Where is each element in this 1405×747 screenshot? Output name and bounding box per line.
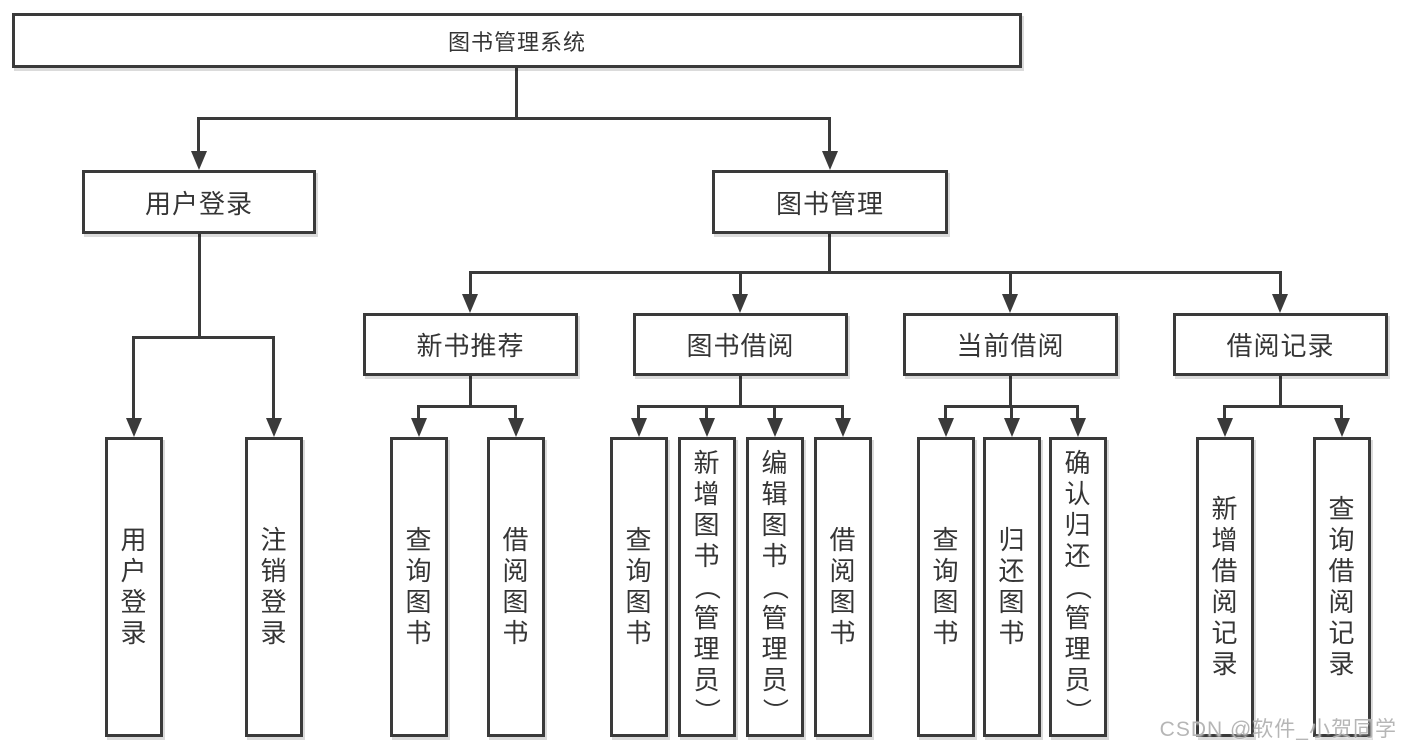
node-book-borrow-label: 图书借阅 (686, 331, 795, 361)
arrow-down-icon (126, 418, 142, 437)
leaf-query-borrow-record-label: 查询借阅记录 (1328, 494, 1356, 679)
connector-line (469, 271, 1282, 274)
connector-line (417, 405, 517, 408)
connector-line (1223, 405, 1343, 408)
connector-line (515, 68, 518, 119)
arrow-down-icon (462, 294, 478, 313)
leaf-user-login: 用户登录 (105, 437, 163, 737)
connector-line (1010, 405, 1013, 421)
leaf-return-book-label: 归还图书 (998, 525, 1026, 648)
connector-line (739, 375, 742, 407)
leaf-query-books-recommend-label: 查询图书 (405, 525, 433, 648)
arrow-down-icon (835, 418, 851, 437)
leaf-query-books-borrow: 查询图书 (610, 437, 668, 737)
leaf-add-book-admin-label: 新增图书（管理员） (692, 447, 723, 725)
leaf-add-book-admin: 新增图书（管理员） (678, 437, 736, 737)
arrow-down-icon (1002, 294, 1018, 313)
connector-line (944, 405, 947, 421)
node-borrow-records-label: 借阅记录 (1226, 331, 1335, 361)
connector-line (197, 117, 831, 120)
leaf-add-borrow-record: 新增借阅记录 (1196, 437, 1254, 737)
leaf-borrow-books-borrow: 借阅图书 (814, 437, 872, 737)
arrow-down-icon (508, 418, 524, 437)
connector-line (1009, 375, 1012, 407)
leaf-query-books-borrow-label: 查询图书 (625, 525, 653, 648)
connector-line (773, 405, 776, 421)
node-user-login: 用户登录 (82, 170, 316, 234)
connector-line (272, 336, 275, 420)
leaf-borrow-books-borrow-label: 借阅图书 (829, 525, 857, 648)
node-root-label: 图书管理系统 (447, 29, 586, 55)
connector-line (1009, 271, 1012, 297)
node-borrow-records: 借阅记录 (1173, 313, 1388, 376)
arrow-down-icon (1217, 418, 1233, 437)
connector-line (469, 271, 472, 297)
arrow-down-icon (938, 418, 954, 437)
connector-line (841, 405, 844, 421)
leaf-logout-login-label: 注销登录 (260, 525, 288, 648)
leaf-confirm-return-admin-label: 确认归还（管理员） (1063, 447, 1094, 725)
watermark: CSDN @软件_小贺同学 (1159, 718, 1397, 741)
connector-line (132, 336, 135, 420)
leaf-edit-book-admin: 编辑图书（管理员） (746, 437, 804, 737)
arrow-down-icon (699, 418, 715, 437)
arrow-down-icon (732, 294, 748, 313)
leaf-edit-book-admin-label: 编辑图书（管理员） (760, 447, 791, 725)
node-user-login-label: 用户登录 (144, 188, 253, 219)
leaf-return-book: 归还图书 (983, 437, 1041, 737)
arrow-down-icon (631, 418, 647, 437)
node-new-book-recommend-label: 新书推荐 (416, 331, 525, 361)
arrow-down-icon (1070, 418, 1086, 437)
connector-line (1340, 405, 1343, 421)
connector-line (637, 405, 640, 421)
arrow-down-icon (411, 418, 427, 437)
connector-line (828, 117, 831, 155)
arrow-down-icon (1272, 294, 1288, 313)
leaf-query-borrow-record: 查询借阅记录 (1313, 437, 1371, 737)
connector-line (417, 405, 420, 421)
connector-line (1223, 405, 1226, 421)
node-book-borrow: 图书借阅 (633, 313, 848, 376)
connector-line (198, 233, 201, 337)
arrow-down-icon (1334, 418, 1350, 437)
connector-line (739, 271, 742, 297)
node-current-borrow: 当前借阅 (903, 313, 1118, 376)
node-book-management-label: 图书管理 (775, 188, 884, 219)
arrow-down-icon (191, 151, 207, 170)
connector-line (514, 405, 517, 421)
arrow-down-icon (767, 418, 783, 437)
leaf-borrow-books-recommend: 借阅图书 (487, 437, 545, 737)
leaf-query-books-current-label: 查询图书 (932, 525, 960, 648)
connector-line (1279, 271, 1282, 297)
connector-line (1076, 405, 1079, 421)
arrow-down-icon (822, 151, 838, 170)
leaf-user-login-label: 用户登录 (120, 525, 148, 648)
connector-line (1279, 375, 1282, 407)
connector-line (828, 233, 831, 273)
node-root: 图书管理系统 (12, 13, 1022, 68)
node-new-book-recommend: 新书推荐 (363, 313, 578, 376)
leaf-query-books-current: 查询图书 (917, 437, 975, 737)
connector-line (705, 405, 708, 421)
connector-line (132, 336, 275, 339)
leaf-confirm-return-admin: 确认归还（管理员） (1049, 437, 1107, 737)
node-book-management: 图书管理 (712, 170, 948, 234)
connector-line (637, 405, 844, 408)
leaf-borrow-books-recommend-label: 借阅图书 (502, 525, 530, 648)
arrow-down-icon (266, 418, 282, 437)
leaf-add-borrow-record-label: 新增借阅记录 (1211, 494, 1239, 679)
connector-line (197, 117, 200, 155)
leaf-logout-login: 注销登录 (245, 437, 303, 737)
node-current-borrow-label: 当前借阅 (956, 331, 1065, 361)
arrow-down-icon (1004, 418, 1020, 437)
leaf-query-books-recommend: 查询图书 (390, 437, 448, 737)
connector-line (469, 375, 472, 407)
